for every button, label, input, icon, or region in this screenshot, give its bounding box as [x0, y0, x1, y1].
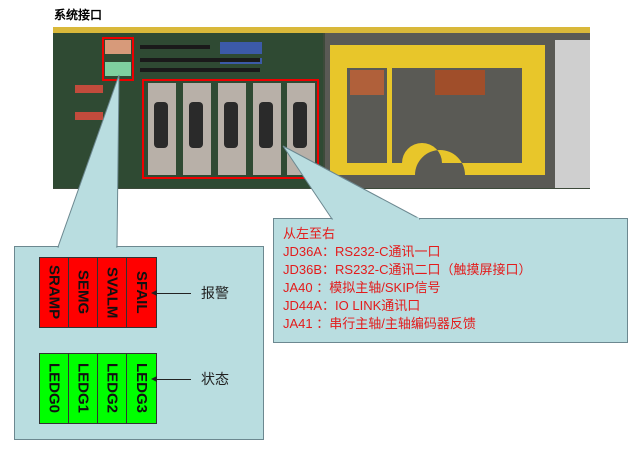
led-callout: SRAMP SEMG SVALM SFAIL 报警 LEDG0 LEDG1 LE… [14, 246, 264, 440]
connector-line: JD44A：IO LINK通讯口 [283, 298, 421, 313]
led-cell: SEMG [69, 258, 98, 327]
page-title: 系统接口 [54, 8, 103, 22]
connector-line: JA41 ：串行主轴/主轴编码器反馈 [283, 316, 476, 331]
led-cell: LEDG0 [40, 354, 69, 423]
status-led-group: LEDG0 LEDG1 LEDG2 LEDG3 [39, 353, 157, 424]
led-label: SVALM [103, 266, 121, 319]
led-label: SRAMP [45, 265, 63, 320]
description-heading: 从左至右 [283, 226, 336, 241]
led-cell: LEDG3 [127, 354, 156, 423]
status-pointer: 状态 [151, 369, 229, 389]
led-label: LEDG2 [103, 363, 121, 414]
connectors [148, 83, 315, 175]
led-label: LEDG1 [74, 363, 92, 414]
arrow-left-icon [151, 289, 191, 296]
alarm-label: 报警 [201, 286, 229, 302]
led-label: LEDG0 [45, 363, 63, 414]
led-cell: SVALM [98, 258, 127, 327]
led-cell: LEDG1 [69, 354, 98, 423]
led-label: SFAIL [133, 271, 150, 314]
connector-line: JD36B：RS232-C通讯二口（触摸屏接口） [283, 262, 532, 277]
led-cell: SRAMP [40, 258, 69, 327]
led-label: SEMG [74, 270, 92, 315]
led-cell: LEDG2 [98, 354, 127, 423]
arrow-left-icon [151, 375, 191, 382]
connector-callout: 从左至右 JD36A：RS232-C通讯一口 JD36B：RS232-C通讯二口… [273, 218, 628, 343]
alarm-pointer: 报警 [151, 283, 229, 303]
status-label: 状态 [201, 372, 229, 388]
alarm-led-group: SRAMP SEMG SVALM SFAIL [39, 257, 157, 328]
connector-line: JD36A：RS232-C通讯一口 [283, 244, 441, 259]
led-label: LEDG3 [133, 363, 150, 414]
connector-line: JA40 ：模拟主轴/SKIP信号 [283, 280, 441, 295]
